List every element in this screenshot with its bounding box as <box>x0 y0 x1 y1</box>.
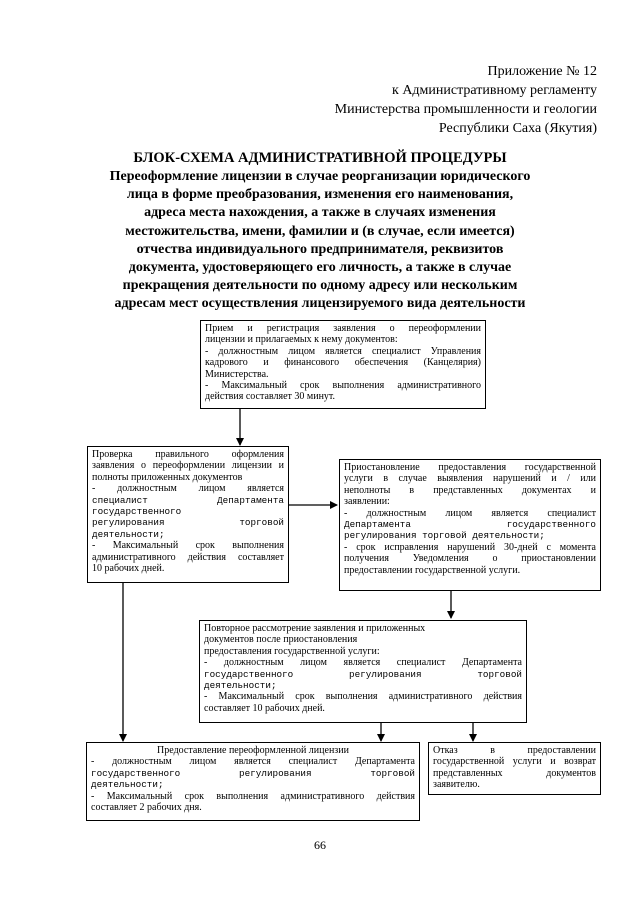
box-line: заявления о переоформлении лицензии и <box>92 460 284 472</box>
box-line: деятельности; <box>92 528 165 540</box>
check-box: Проверка правильного оформления заявлени… <box>87 446 289 583</box>
reception-box: Прием и регистрация заявления о переофор… <box>200 320 486 409</box>
header-line: Приложение № 12 <box>487 64 598 79</box>
box-line: - должностным лицом является специалист <box>344 507 596 519</box>
box-line: Проверка правильного оформления <box>92 449 284 460</box>
header-line: к Административному регламенту <box>392 83 597 98</box>
appendix-header: Приложение № 12 к Административному регл… <box>335 62 597 138</box>
box-line: Прием и регистрация заявления о переофор… <box>205 323 481 334</box>
refusal-box: Отказ в предоставлении государственной у… <box>428 742 601 795</box>
box-line: государственной услуги и возврат <box>433 756 596 768</box>
subtitle-line: адресам мест осуществления лицензируемог… <box>114 296 526 312</box>
box-line: регулирования торговой деятельности; <box>344 530 545 542</box>
box-line: заявлении: <box>344 496 390 508</box>
subtitle-line: лица в форме преобразования, изменения е… <box>126 187 514 203</box>
review-box: Повторное рассмотрение заявления и прило… <box>199 620 527 723</box>
document-title: БЛОК-СХЕМА АДМИНИСТРАТИВНОЙ ПРОЦЕДУРЫ <box>133 150 507 166</box>
box-line: - Максимальный срок выполнения администр… <box>91 790 415 802</box>
suspension-box: Приостановление предоставления государст… <box>339 459 601 591</box>
header-line: Министерства промышленности и геологии <box>334 102 597 117</box>
page-number: 66 <box>314 838 326 852</box>
box-line: Повторное рассмотрение заявления и прило… <box>204 623 426 634</box>
subtitle-line: прекращения деятельности по одному адрес… <box>122 278 518 294</box>
box-line: документов после приостановления <box>204 634 358 646</box>
box-line: - должностным лицом является <box>92 483 284 495</box>
box-line: получения Уведомления о приостановлении <box>344 553 596 565</box>
box-line: заявителю. <box>433 779 480 791</box>
box-line: - Максимальный срок выполнения администр… <box>205 380 481 392</box>
box-line: - должностным лицом является специалист … <box>91 756 415 768</box>
box-line: действия составляет 30 минут. <box>205 391 336 403</box>
box-line: административного действия составляет <box>92 551 284 563</box>
box-line: - срок исправления нарушений 30-дней с м… <box>344 541 596 553</box>
grant-box: Предоставление переоформленной лицензии … <box>86 742 420 821</box>
box-line: Министерства. <box>205 368 269 380</box>
box-line: Предоставление переоформленной лицензии <box>157 745 349 756</box>
box-line: составляет 10 рабочих дней. <box>204 702 325 714</box>
box-line: предоставлении государственной услуги. <box>344 564 521 576</box>
box-line: предоставления государственной услуги: <box>204 645 380 657</box>
box-line: представленных документов <box>433 767 596 779</box>
box-line: Департамента государственного <box>344 519 596 531</box>
box-line: специалист Департамента <box>92 494 284 506</box>
box-line: неполноты в представленных документах и <box>344 484 596 496</box>
box-line: - Максимальный срок выполнения <box>92 540 284 552</box>
box-line: деятельности; <box>204 680 277 692</box>
box-line: государственного регулирования торговой <box>204 668 522 680</box>
box-line: - Максимальный срок выполнения администр… <box>204 691 522 703</box>
header-line: Республики Саха (Якутия) <box>438 121 597 136</box>
box-line: кадрового и финансового обеспечения (Кан… <box>205 357 481 369</box>
box-line: составляет 2 рабочих дня. <box>91 802 202 814</box>
box-line: Приостановление предоставления государст… <box>344 462 596 473</box>
box-line: - должностным лицом является специалист … <box>205 345 481 357</box>
box-line: полноты приложенных документов <box>92 471 243 483</box>
box-line: Отказ в предоставлении <box>433 745 596 756</box>
subtitle-line: местожительства, имени, фамилии и (в слу… <box>125 223 515 239</box>
box-line: услуги в случае выявления нарушений и / … <box>344 473 596 485</box>
box-line: регулирования торговой <box>92 517 284 529</box>
subtitle-line: отчества индивидуального предпринимателя… <box>136 241 504 257</box>
subtitle-line: адреса места нахождения, а также в случа… <box>144 205 496 221</box>
box-line: государственного <box>92 506 182 518</box>
subtitle-line: документа, удостоверяющего его личность,… <box>128 260 512 276</box>
document-subtitle: Переоформление лицензии в случае реорган… <box>0 168 640 314</box>
subtitle-line: Переоформление лицензии в случае реорган… <box>109 169 531 184</box>
box-line: 10 рабочих дней. <box>92 563 165 575</box>
box-line: - должностным лицом является специалист … <box>204 657 522 669</box>
box-line: лицензии и прилагаемых к нему документов… <box>205 334 398 346</box>
box-line: деятельности; <box>91 779 164 791</box>
box-line: государственного регулирования торговой <box>91 767 415 779</box>
